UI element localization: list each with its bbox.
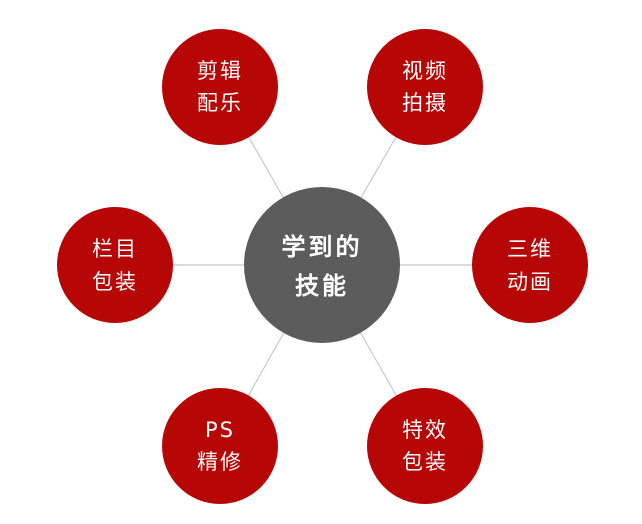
skill-label-line2: 包装	[402, 450, 448, 474]
skill-label-line2: 精修	[197, 450, 243, 474]
center-node: 学到的 技能	[244, 187, 400, 343]
skill-circle	[162, 388, 278, 504]
center-label-line2: 技能	[295, 272, 349, 300]
skill-node-vfx-packaging: 特效 包装	[367, 388, 483, 504]
skill-circle	[472, 207, 588, 323]
skill-circle	[367, 388, 483, 504]
skill-label-line1: PS	[205, 418, 235, 442]
skill-label-line2: 拍摄	[402, 91, 448, 115]
skill-node-column-packaging: 栏目 包装	[57, 207, 173, 323]
skill-label-line1: 剪辑	[197, 59, 243, 83]
skill-circle	[162, 29, 278, 145]
skill-label-line2: 包装	[92, 270, 138, 294]
center-label-line1: 学到的	[282, 233, 363, 261]
skill-circle	[57, 207, 173, 323]
skill-label-line1: 三维	[507, 237, 553, 261]
skill-label-line2: 配乐	[197, 91, 243, 115]
skill-node-3d-animation: 三维 动画	[472, 207, 588, 323]
skill-node-editing-music: 剪辑 配乐	[162, 29, 278, 145]
skill-label-line1: 视频	[402, 59, 448, 83]
center-circle	[244, 187, 400, 343]
skill-label-line1: 特效	[402, 418, 448, 442]
skill-node-ps-retouching: PS 精修	[162, 388, 278, 504]
skill-label-line1: 栏目	[92, 237, 138, 261]
skill-node-video-shooting: 视频 拍摄	[367, 29, 483, 145]
skill-label-line2: 动画	[507, 270, 553, 294]
skill-circle	[367, 29, 483, 145]
